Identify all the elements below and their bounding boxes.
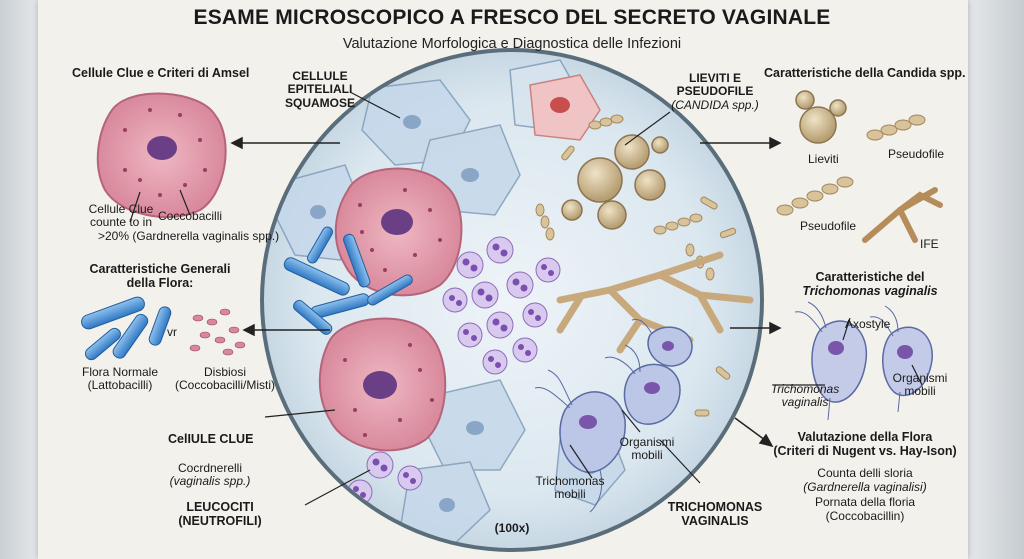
flora-heading: Caratteristiche Generali della Flora: bbox=[89, 262, 231, 290]
page-subtitle: Valutazione Morfologica e Diagnostica de… bbox=[342, 36, 682, 52]
microscope-field bbox=[260, 48, 764, 552]
yeast-cells bbox=[561, 134, 669, 230]
page-title: ESAME MICROSCOPICO A FRESCO DEL SECRETO … bbox=[193, 6, 831, 29]
trichomonas-big-label: TRICHOMONAS VAGINALIS bbox=[667, 500, 763, 528]
clue-heading: Cellule Clue e Criteri di Amsel bbox=[72, 66, 250, 80]
pseudohyphae-chain bbox=[535, 114, 715, 281]
lieviti-label: Lieviti bbox=[808, 152, 839, 166]
flora-evaluation-notes: Counta delli sloria (Gardnerella vaginal… bbox=[803, 466, 927, 524]
coccobacilli-note: Cocrdnerelli (vaginalis spp.) bbox=[169, 461, 251, 489]
clue-cell bbox=[318, 167, 463, 452]
organisms-label: Organismi mobili bbox=[619, 435, 675, 463]
trichomonas-vaginalis-label: Trichomonas vaginalis bbox=[770, 382, 840, 410]
leucocytes-label: LEUCOCITI (NEUTROFILI) bbox=[178, 500, 262, 528]
pseudofile-label-1: Pseudofile bbox=[888, 147, 945, 161]
ife-label: IFE bbox=[920, 237, 939, 251]
inflamed-cell bbox=[529, 74, 601, 141]
candida-pseudohyphae-illustration bbox=[776, 114, 926, 216]
axostyle-label: Axostyle bbox=[845, 317, 891, 331]
trichomonas-heading: Caratteristiche del Trichomonas vaginali… bbox=[802, 270, 938, 298]
pointer-arrows bbox=[230, 136, 782, 448]
right-organisms-label: Organismi mobili bbox=[892, 371, 948, 399]
magnification-label: (100x) bbox=[494, 521, 530, 535]
vr-label: vr bbox=[167, 325, 177, 339]
clue-percentage-label: >20% (Gardnerella vaginalis spp.) bbox=[98, 229, 280, 243]
trichomonas-illustration bbox=[794, 301, 933, 421]
candida-heading: Caratteristiche della Candida spp. bbox=[764, 66, 966, 80]
pseudofile-label-2: Pseudofile bbox=[800, 219, 857, 233]
leucocyte-nuclei bbox=[353, 243, 554, 498]
coccobacilli-label: Coccobacilli bbox=[158, 209, 223, 223]
candida-yeast-illustration bbox=[795, 90, 847, 144]
coccobacilli-dots bbox=[343, 188, 442, 437]
clue-cell-illustration bbox=[96, 92, 227, 218]
trichomonas-small-label: Trichomonas mobili bbox=[535, 474, 605, 502]
squamous-label: CELLULE EPITELIALI SQUAMOSE bbox=[284, 69, 355, 110]
clue-cells-label: CelIULE CLUE bbox=[168, 432, 254, 446]
lactobacilli-rods bbox=[283, 226, 413, 335]
yeast-label: LIEVITI E PSEUDOFILE (CANDIDA spp.) bbox=[671, 71, 759, 112]
desk-background-left bbox=[0, 0, 40, 559]
normal-flora-label: Flora Normale (Lattobacilli) bbox=[81, 365, 159, 393]
desk-background-right bbox=[966, 0, 1024, 559]
candida-hyphae-illustration bbox=[862, 187, 943, 243]
flora-evaluation-heading: Valutazione della Flora (Criteri di Nuge… bbox=[773, 430, 957, 458]
connector-lines bbox=[129, 91, 923, 506]
lactobacilli-illustration bbox=[81, 296, 172, 361]
leucocyte bbox=[347, 236, 561, 505]
dysbiosis-illustration bbox=[189, 308, 246, 356]
scattered-rods bbox=[561, 145, 737, 417]
dysbiosis-label: Disbiosi (Coccobacilli/Misti) bbox=[174, 365, 275, 393]
clue-count-label: Cellule Clue counte to in bbox=[88, 202, 154, 230]
trichomonas-field bbox=[534, 319, 693, 513]
